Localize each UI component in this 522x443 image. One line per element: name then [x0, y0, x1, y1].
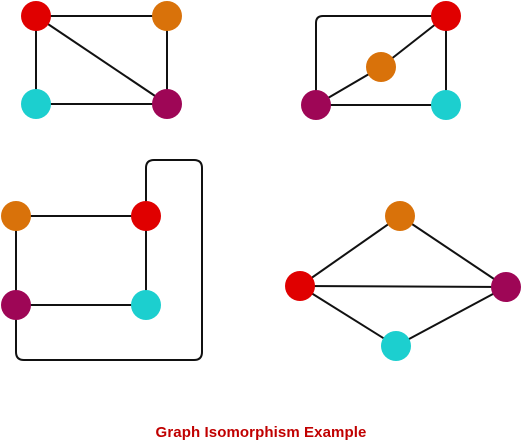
vertex-c [21, 89, 51, 119]
vertex-a [131, 201, 161, 231]
graph-2 [301, 1, 461, 120]
vertex-b [385, 201, 415, 231]
edge-a-d [299, 285, 507, 288]
graph-3 [1, 159, 203, 361]
vertex-d [301, 90, 331, 120]
vertex-a [431, 1, 461, 31]
edge-a-d [315, 15, 446, 105]
graph-1 [21, 1, 182, 119]
vertex-a [21, 1, 51, 31]
vertex-c [131, 290, 161, 320]
vertex-b [1, 201, 31, 231]
vertex-d [1, 290, 31, 320]
edge-c-d [395, 286, 507, 347]
vertex-b [152, 1, 182, 31]
vertex-b [366, 52, 396, 82]
edge-a-c [299, 285, 397, 347]
diagram-caption: Graph Isomorphism Example [155, 424, 367, 441]
edge-a-d [35, 15, 168, 105]
vertex-d [152, 89, 182, 119]
edge-a-b [299, 215, 401, 287]
vertex-d [491, 272, 521, 302]
vertex-c [381, 331, 411, 361]
vertex-a [285, 271, 315, 301]
edge-a-d [15, 159, 203, 361]
vertex-c [431, 90, 461, 120]
edge-b-d [399, 215, 507, 288]
graph-4 [285, 201, 521, 361]
